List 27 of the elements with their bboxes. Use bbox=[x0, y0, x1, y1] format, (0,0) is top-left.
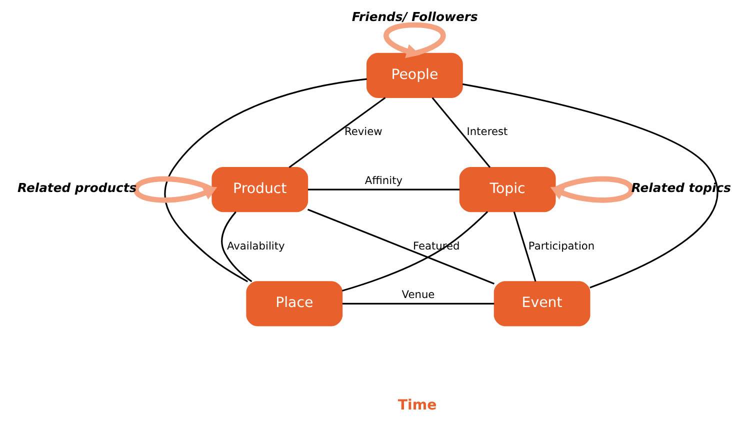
edge-label: Review bbox=[344, 125, 382, 138]
connector bbox=[220, 211, 252, 282]
node-box: People bbox=[366, 52, 462, 98]
connector bbox=[306, 208, 494, 284]
connector bbox=[341, 211, 488, 292]
connector bbox=[462, 83, 718, 288]
arrow bbox=[383, 22, 446, 58]
edge-label: Affinity bbox=[364, 174, 402, 187]
edge-label: Interest bbox=[466, 125, 508, 138]
node-box: Event bbox=[493, 281, 590, 326]
connector bbox=[342, 302, 494, 304]
connector bbox=[307, 188, 460, 190]
edge-label: Venue bbox=[401, 288, 434, 301]
edge-label: Availability bbox=[226, 239, 284, 252]
connector bbox=[431, 97, 490, 168]
arrow bbox=[132, 176, 217, 203]
node-box: Topic bbox=[458, 166, 556, 212]
edge-label: Participation bbox=[528, 239, 594, 252]
connector bbox=[288, 97, 386, 168]
node-box: Product bbox=[211, 166, 308, 212]
connector bbox=[164, 78, 366, 282]
label: Time bbox=[397, 398, 436, 414]
edge-label: Friends/ Followers bbox=[351, 10, 478, 24]
arrow bbox=[550, 176, 634, 203]
connector bbox=[512, 212, 536, 282]
node-box: Place bbox=[246, 281, 342, 326]
edge-label: Related products bbox=[17, 180, 136, 195]
